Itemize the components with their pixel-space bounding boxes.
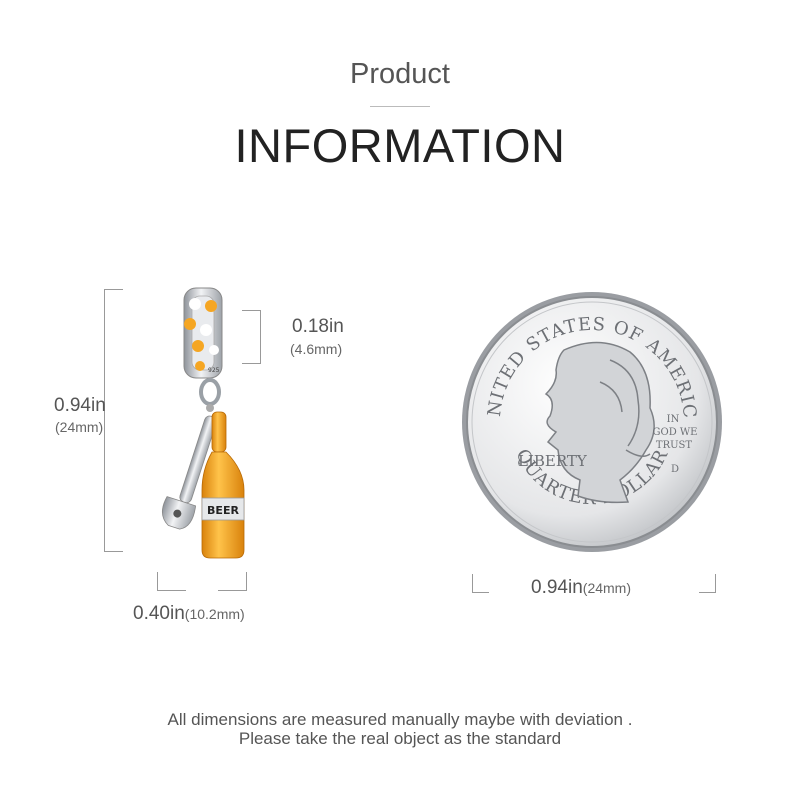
footer-note-2: Please take the real object as the stand… (238, 729, 562, 748)
coin-portrait (544, 341, 655, 504)
coin-motto-2: GOD WE (653, 427, 698, 438)
width-label: 0.40in(10.2mm) (133, 603, 245, 625)
height-bracket (104, 289, 123, 552)
width-bracket-right (218, 572, 247, 591)
coin-bracket-left (472, 574, 489, 593)
ring-bead: 925 (183, 287, 223, 379)
width-bracket-left (157, 572, 186, 591)
coin-mint-mark: D (671, 464, 679, 475)
charm-bail (199, 378, 221, 412)
ring-bracket (242, 310, 261, 364)
coin-bracket-right (699, 574, 716, 593)
charm-image: 925 BEER (161, 287, 245, 559)
title-divider (370, 106, 430, 107)
subtitle: Product (350, 58, 450, 90)
coin-motto-1: IN (667, 414, 680, 425)
footer-note-1: All dimensions are measured manually may… (167, 710, 633, 729)
width-inches: 0.40in (133, 603, 185, 624)
bottle-opener (161, 415, 217, 530)
height-inches: 0.94in (54, 395, 106, 416)
coin-liberty: LIBERTY (518, 452, 588, 470)
ring-stamp: 925 (208, 367, 220, 374)
ring-inches: 0.18in (292, 316, 344, 337)
ring-mm: (4.6mm) (290, 341, 343, 357)
quarter-coin-image: UNITED STATES OF AMERICA QUARTER DOLLAR … (460, 290, 722, 552)
width-mm: (10.2mm) (184, 606, 245, 622)
coin-width-label: 0.94in(24mm) (531, 577, 631, 599)
page-title: INFORMATION (234, 119, 566, 172)
coin-mm: (24mm) (582, 580, 632, 596)
coin-motto-3: TRUST (656, 440, 692, 451)
height-mm: (24mm) (55, 419, 104, 435)
beer-bottle: BEER (201, 411, 245, 559)
bottle-label: BEER (207, 504, 239, 517)
coin-inches: 0.94in (531, 577, 583, 598)
